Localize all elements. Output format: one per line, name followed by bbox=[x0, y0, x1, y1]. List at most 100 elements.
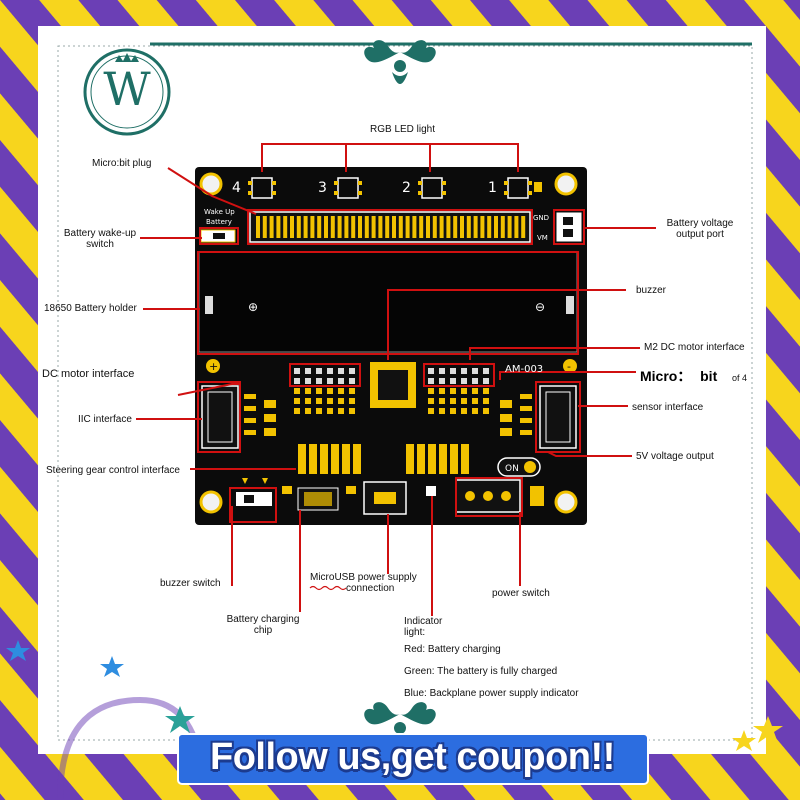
microbit-pins bbox=[256, 216, 526, 238]
pcb-pad bbox=[353, 444, 361, 474]
pcb-pad bbox=[450, 408, 456, 414]
board-vm-label: VM bbox=[537, 234, 548, 242]
label-microbit-plug: Micro:bit plug bbox=[92, 158, 152, 169]
pcb-pad bbox=[428, 398, 434, 404]
board-plus-label: + bbox=[209, 360, 218, 373]
pcb-pad bbox=[327, 378, 333, 384]
pcb-pad bbox=[439, 398, 445, 404]
pcb-pad bbox=[290, 216, 294, 238]
led-number-2: 2 bbox=[402, 180, 411, 196]
pcb-pad bbox=[331, 444, 339, 474]
pcb-pad bbox=[466, 216, 471, 238]
pcb-pad bbox=[428, 444, 436, 474]
sensor-connector bbox=[539, 385, 577, 449]
pcb-pad bbox=[349, 408, 355, 414]
label-rgb-led: RGB LED light bbox=[370, 124, 436, 135]
indicator-led bbox=[426, 486, 436, 496]
label-battery-holder: 18650 Battery holder bbox=[44, 303, 137, 314]
bottom-ornament-icon bbox=[364, 702, 436, 734]
pcb-pad bbox=[344, 216, 349, 238]
pcb-pad bbox=[371, 216, 376, 238]
pcb-pad bbox=[364, 216, 369, 238]
led-number-1: 1 bbox=[488, 180, 497, 196]
pcb-pad bbox=[342, 444, 350, 474]
coupon-banner bbox=[178, 734, 648, 784]
pcb-pad bbox=[327, 388, 333, 394]
pcb-board: ⊕ ⊖ bbox=[195, 167, 587, 525]
mount-hole bbox=[554, 172, 578, 196]
pcb-pad bbox=[392, 216, 396, 238]
pcb-pad bbox=[327, 398, 333, 404]
pcb-pad bbox=[461, 388, 467, 394]
pcb-pad bbox=[405, 216, 410, 238]
pcb-pad bbox=[472, 378, 478, 384]
pcb-pad bbox=[316, 408, 322, 414]
pcb-pad bbox=[303, 216, 308, 238]
star-icon bbox=[100, 656, 124, 677]
pcb-pad bbox=[269, 216, 274, 238]
label-steering: Steering gear control interface bbox=[46, 465, 180, 476]
pcb-pad bbox=[472, 398, 478, 404]
pcb-pad bbox=[283, 216, 288, 238]
pcb-pad bbox=[483, 368, 489, 374]
pcb-pad bbox=[324, 216, 328, 238]
pcb-pad bbox=[428, 368, 434, 374]
label-indicator-green: Green: The battery is fully charged bbox=[404, 666, 558, 677]
pcb-pad bbox=[349, 378, 355, 384]
pcb-pad bbox=[398, 216, 403, 238]
pcb-pad bbox=[327, 408, 333, 414]
svg-text:⊖: ⊖ bbox=[535, 300, 545, 314]
crown-icon bbox=[115, 53, 139, 62]
label-indicator-blue: Blue: Backplane power supply indicator bbox=[404, 688, 579, 699]
pcb-pad bbox=[338, 408, 344, 414]
pcb-pad bbox=[483, 398, 489, 404]
pcb-pad bbox=[412, 216, 417, 238]
label-dc-motor: DC motor interface bbox=[42, 368, 135, 380]
dc-motor-connector bbox=[201, 385, 239, 449]
pcb-pad bbox=[428, 408, 434, 414]
pcb-pad bbox=[450, 398, 456, 404]
pcb-pad bbox=[461, 378, 467, 384]
label-sensor: sensor interface bbox=[632, 402, 704, 413]
pcb-pad bbox=[316, 388, 322, 394]
star-icon bbox=[732, 730, 756, 751]
pcb-pad bbox=[406, 444, 414, 474]
board-wake-label: Wake Up bbox=[204, 208, 235, 216]
pcb-pad bbox=[327, 368, 333, 374]
rgb-led-row bbox=[251, 177, 529, 199]
pcb-pad bbox=[305, 398, 311, 404]
pcb-pad bbox=[417, 444, 425, 474]
mount-hole bbox=[554, 490, 578, 514]
battery-output-port bbox=[555, 211, 583, 243]
pcb-pad bbox=[450, 444, 458, 474]
label-m2-motor: M2 DC motor interface bbox=[644, 342, 745, 353]
pcb-pad bbox=[507, 216, 512, 238]
led-number-4: 4 bbox=[232, 180, 241, 196]
pcb-pad bbox=[483, 378, 489, 384]
label-indicator-red: Red: Battery charging bbox=[404, 644, 501, 655]
pcb-pad bbox=[294, 388, 300, 394]
pcb-pad bbox=[439, 216, 444, 238]
star-icon bbox=[165, 706, 195, 733]
pcb-pad bbox=[446, 216, 451, 238]
pcb-pad bbox=[262, 216, 267, 238]
wavy-underline bbox=[309, 585, 347, 591]
pcb-pad bbox=[317, 216, 322, 238]
pcb-pad bbox=[330, 216, 335, 238]
pcb-pad bbox=[439, 408, 445, 414]
pcb-pad bbox=[439, 368, 445, 374]
swirl-decoration bbox=[57, 696, 203, 800]
callout-lines bbox=[136, 143, 656, 616]
pcb-pad bbox=[461, 444, 469, 474]
pcb-pad bbox=[439, 388, 445, 394]
coupon-banner-text[interactable]: Follow us,get coupon!! bbox=[210, 736, 615, 778]
pcb-pad bbox=[426, 216, 430, 238]
pcb-pad bbox=[494, 216, 498, 238]
pcb-pad bbox=[338, 378, 344, 384]
pcb-pad bbox=[521, 216, 526, 238]
pcb-pad bbox=[450, 378, 456, 384]
pcb-pad bbox=[385, 216, 390, 238]
